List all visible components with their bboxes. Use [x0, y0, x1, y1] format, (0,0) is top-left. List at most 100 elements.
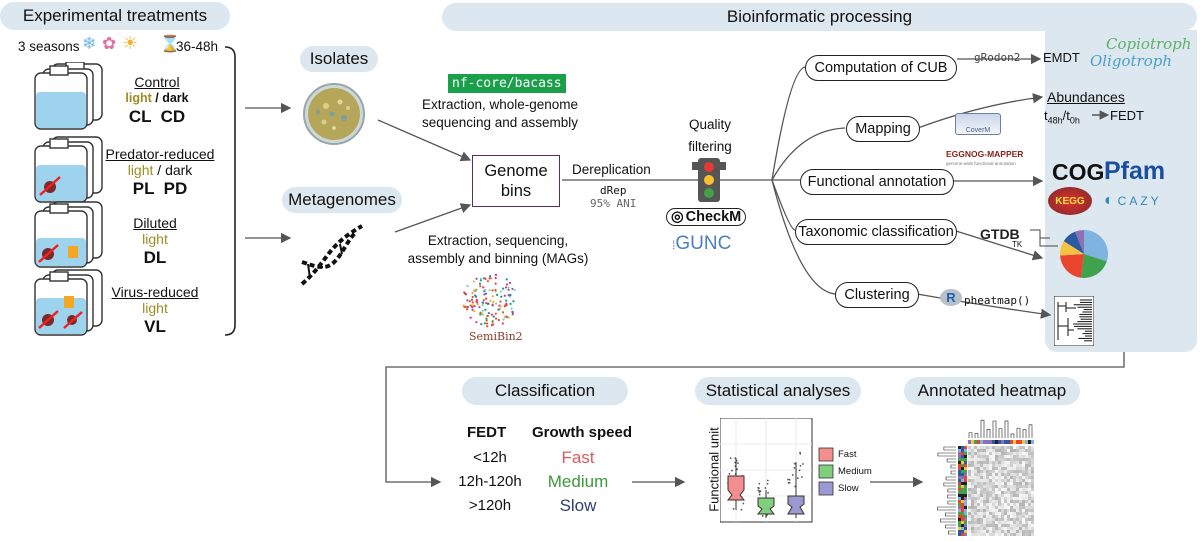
light-label: light [142, 231, 168, 247]
speed-fast: Fast [561, 448, 595, 467]
metagenome-processing: Extraction, sequencing, assembly and bin… [407, 233, 589, 266]
copiotroph-label: Copiotroph [1106, 35, 1192, 53]
node-cub-label: Computation of CUB [814, 60, 948, 76]
r-logo: R [940, 289, 962, 306]
speed-medium: Medium [547, 472, 609, 491]
statistical-label: Statistical analyses [705, 381, 851, 400]
bottle-diluted [34, 201, 103, 268]
node-functional: Functional annotation [800, 169, 954, 195]
node-clustering-label: Clustering [844, 287, 910, 303]
dereplication-label: Dereplication [572, 162, 651, 177]
fedt-range-fast: <12h [473, 449, 507, 466]
bottle-control [34, 62, 103, 130]
treatment-predator-reduced: Predator-reduced light / dark PL PD [95, 146, 225, 199]
taxonomy-pie-chart [1060, 230, 1108, 278]
node-functional-label: Functional annotation [807, 174, 947, 190]
gtdb-tk-label: TK [1012, 240, 1023, 249]
eggnog-logo: EGGNOG-MAPPER genome-wide functional ann… [946, 150, 1023, 168]
isolate-processing: Extraction, whole-genome sequencing and … [421, 97, 579, 130]
drep-label: dRep [600, 184, 627, 197]
treatment-name: Control [134, 74, 180, 90]
bioinformatic-header: Bioinformatic processing [442, 3, 1197, 31]
snowflake-icon: ❄ [82, 34, 97, 53]
hourglass-icon: ⌛ [160, 36, 180, 53]
node-taxonomic-label: Taxonomic classification [798, 224, 954, 240]
speed-slow: Slow [559, 496, 597, 515]
treatment-name: Diluted [133, 215, 177, 231]
node-taxonomic: Taxonomic classification [795, 219, 957, 245]
seasons-label: 3 seasons [18, 39, 80, 54]
eggnog-sublabel: genome-wide functional annotation [946, 161, 1016, 166]
fedt-output-label: FEDT [1110, 108, 1144, 123]
checkm-logo: ◎ CheckM [666, 208, 747, 226]
t48-sub: 48h [1047, 115, 1063, 126]
bottle-predator-reduced [34, 136, 103, 203]
flower-icon: ✿ [102, 34, 117, 53]
treatment-code: DL [143, 248, 167, 267]
semibin-label: SemiBin2 [469, 330, 523, 343]
bioinformatic-header-label: Bioinformatic processing [726, 7, 913, 26]
r-label: R [946, 290, 956, 305]
traffic-light-icon [692, 158, 726, 202]
t48-label: t [1044, 108, 1048, 123]
t0-label: /t [1062, 108, 1070, 123]
metagenomes-pill: Metagenomes [282, 187, 402, 213]
light-label: light [125, 91, 152, 105]
treatment-codes: CL CD [128, 107, 186, 126]
legend-medium: Medium [838, 466, 872, 477]
metagenomes-label: Metagenomes [288, 190, 396, 209]
kegg-logo: KEGG [1048, 187, 1092, 215]
grodon-label: gRodon2 [974, 51, 1021, 64]
gtdb-label: GTDB [980, 226, 1020, 242]
classification-pill: Classification [462, 377, 628, 405]
petri-dish-icon [303, 83, 365, 145]
statistical-pill: Statistical analyses [695, 377, 861, 405]
abundances-label: Abundances [1047, 89, 1125, 105]
dark-label: dark [162, 91, 189, 105]
dna-icon [300, 224, 363, 286]
classification-label: Classification [494, 381, 596, 400]
boxplot-chart [720, 418, 834, 523]
checkm-label: CheckM [685, 209, 742, 225]
light-label: light [127, 162, 154, 178]
kegg-label: KEGG [1055, 195, 1085, 207]
heatmap-label: Annotated heatmap [917, 381, 1067, 400]
duration-label: 36-48h [176, 39, 219, 54]
legend-fast: Fast [838, 449, 857, 460]
fedt-column-header: FEDT [467, 424, 507, 441]
coverm-logo: CoverM [955, 113, 1001, 135]
eggnog-label: EGGNOG-MAPPER [946, 149, 1024, 159]
ani-label: 95% ANI [590, 197, 637, 210]
isolates-label: Isolates [309, 49, 369, 68]
coverm-label: CoverM [965, 127, 991, 134]
node-mapping: Mapping [846, 116, 920, 142]
experimental-header: Experimental treatments [0, 2, 230, 30]
emdt-label: EMDT [1043, 50, 1080, 65]
cazy-logo: ◐ CAZY [1104, 192, 1162, 210]
node-mapping-label: Mapping [855, 121, 911, 137]
treatment-name: Virus-reduced [111, 284, 199, 300]
legend-slow: Slow [838, 483, 859, 494]
heatmap-pill: Annotated heatmap [904, 377, 1080, 405]
treatment-diluted: Diluted light DL [110, 215, 200, 268]
semibin-logo [462, 273, 516, 328]
node-clustering: Clustering [835, 282, 919, 308]
ratio-label: t48h/t0h [1044, 108, 1080, 126]
bottle-virus-reduced [34, 269, 103, 336]
dark-label: dark [165, 162, 193, 178]
treatment-codes: PL PD [132, 179, 188, 198]
pheatmap-label: pheatmap() [964, 294, 1031, 307]
genome-bins-label: Genome bins [484, 162, 548, 200]
bacass-badge: nf-core/bacass [448, 74, 566, 93]
sun-icon: ☀ [122, 33, 139, 53]
separator: / [157, 162, 162, 178]
cazy-icon: ◐ [1104, 192, 1114, 209]
treatment-name: Predator-reduced [105, 146, 215, 162]
fedt-range-slow: >120h [468, 497, 512, 514]
checkm-icon: ◎ [671, 209, 684, 225]
dendrogram-icon [1054, 296, 1094, 346]
pfam-logo: Pfam [1104, 157, 1166, 185]
node-cub: Computation of CUB [805, 55, 957, 81]
growth-speed-header: Growth speed [532, 424, 633, 441]
